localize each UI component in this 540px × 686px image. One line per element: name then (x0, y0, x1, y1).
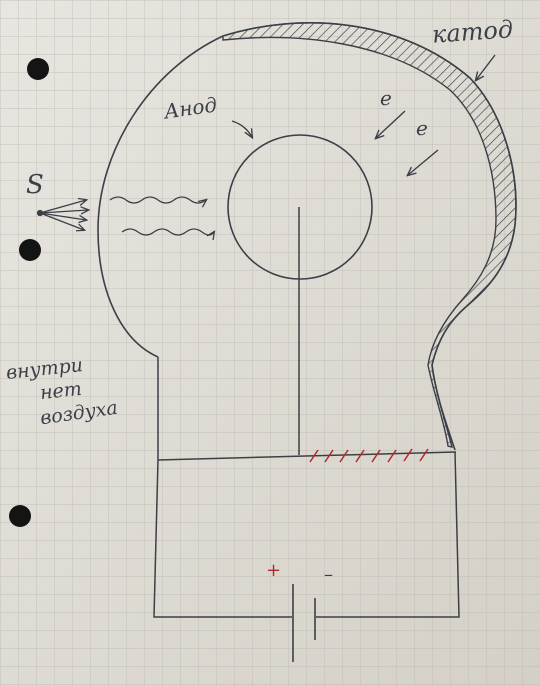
no-air-label-line2: нет (38, 377, 83, 405)
circuit-wire (153, 451, 460, 618)
vacuum-tube-outline (97, 22, 517, 451)
electron-arrow-icon (376, 110, 439, 175)
source-label: S (26, 170, 44, 200)
light-wave-icon (109, 196, 214, 235)
electron-label-1: e (380, 86, 392, 110)
punch-hole-icon (9, 58, 49, 527)
battery-symbol-icon (292, 584, 316, 662)
plus-sign: + (266, 560, 282, 581)
tube-base-line (157, 451, 457, 461)
minus-sign: – (324, 564, 333, 585)
pointer-arrow-icon (231, 54, 496, 137)
electron-label-2: e (416, 116, 428, 140)
light-source-icon (36, 200, 89, 230)
anode-circle (227, 134, 373, 280)
seal-ticks (309, 448, 429, 463)
cathode-label: катод (431, 15, 514, 49)
